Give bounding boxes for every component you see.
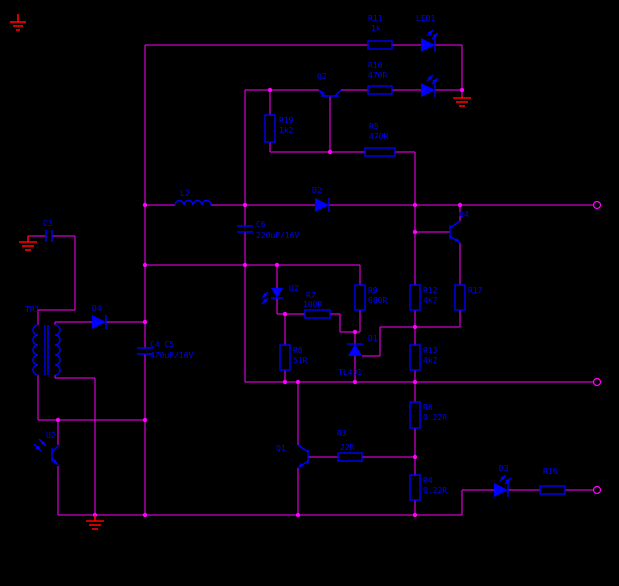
optocoupler-led-U2A <box>261 288 283 305</box>
label-R11-ref: R11 <box>368 14 383 23</box>
shunt-regulator-D1-TL431 <box>347 343 363 356</box>
label-Q2-ref: Q2 <box>317 72 327 81</box>
label-R9-ref: R9 <box>368 286 378 295</box>
label-LED1-ref: LED1 <box>416 14 435 23</box>
inductor-L2 <box>174 199 212 206</box>
transistor-Q2 <box>318 89 342 97</box>
transistor-Q1 <box>297 444 309 469</box>
label-R5-ref: R5 <box>369 122 379 131</box>
label-R8-val: 51R <box>293 356 308 365</box>
resistor-R13 <box>409 344 421 371</box>
label-Q1-ref: Q1 <box>276 444 286 453</box>
label-R5-val: 470R <box>369 132 388 141</box>
resistor-R19 <box>264 114 276 143</box>
transformer-TR1 <box>32 324 61 376</box>
label-L2-ref: L2 <box>180 189 190 198</box>
capacitor-C6 <box>237 225 253 233</box>
ground-symbol-bottom <box>86 515 104 530</box>
capacitor-C3 <box>45 230 53 242</box>
led-LED1 <box>421 29 439 52</box>
resistor-R9 <box>354 284 366 311</box>
label-R10-ref: R10 <box>368 61 383 70</box>
label-C6-val: 220uF/16V <box>256 231 300 240</box>
label-R4-val: 0.22R <box>423 486 447 495</box>
label-R6-ref: R6 <box>423 403 433 412</box>
optocoupler-transistor-U2B <box>33 438 59 466</box>
ground-symbol-input <box>19 236 37 251</box>
label-R4-ref: R4 <box>423 476 433 485</box>
label-R17-ref: R17 <box>468 286 483 295</box>
resistor-R5 <box>364 147 396 157</box>
label-R9-val: 680R <box>368 296 387 305</box>
label-R12-val: 4k7 <box>423 296 438 305</box>
label-R11-val: 1k <box>371 24 381 33</box>
resistor-R10 <box>367 85 393 95</box>
resistor-R8 <box>279 344 291 371</box>
diode-D2 <box>315 198 330 212</box>
label-C3-ref: C3 <box>43 219 53 228</box>
transistor-Q4 <box>449 220 461 244</box>
ground-symbol-top-left <box>10 14 26 31</box>
resistor-R4 <box>409 474 421 501</box>
resistor-R6 <box>409 401 421 429</box>
label-R19-val: 1k2 <box>279 126 294 135</box>
labels: R11 1k LED1 R10 470R Q2 R19 1k2 R5 470R … <box>25 14 558 495</box>
label-R8-ref: R8 <box>293 346 303 355</box>
label-TR1-ref: TR1 <box>25 305 40 314</box>
label-R3-ref: R3 <box>337 429 347 438</box>
label-D1-ref: D1 <box>368 334 378 343</box>
label-U2B-ref: U2 <box>46 431 56 440</box>
label-R7-ref: R7 <box>306 291 316 300</box>
label-R19-ref: R19 <box>279 116 294 125</box>
wire-segments <box>28 44 593 516</box>
resistor-R16 <box>539 485 566 495</box>
label-C4C5-val: 470uF/16V <box>150 351 194 360</box>
label-D1-val: TL431 <box>338 368 362 377</box>
resistor-R3 <box>337 452 363 462</box>
label-R13-ref: R13 <box>423 346 438 355</box>
diode-D4 <box>92 315 107 329</box>
label-R12-ref: R12 <box>423 286 438 295</box>
resistor-R7 <box>304 309 331 319</box>
led-D3 <box>494 474 512 497</box>
output-terminal-2 <box>592 377 602 387</box>
label-R13-val: 4k7 <box>423 356 438 365</box>
label-U2A-ref: U2 <box>289 284 299 293</box>
label-R6-val: 0.22R <box>423 413 447 422</box>
label-R16-ref: R16 <box>543 467 558 476</box>
label-D4-ref: D4 <box>92 304 102 313</box>
label-Q4-ref: Q4 <box>459 210 469 219</box>
label-D3-ref: D3 <box>499 464 509 473</box>
resistor-R12 <box>409 284 421 311</box>
label-R7-val: 100R <box>303 300 322 309</box>
resistor-R11 <box>367 40 393 50</box>
label-D2-ref: D2 <box>312 186 322 195</box>
label-R3-val: 22R <box>340 443 355 452</box>
junction-dots <box>55 87 465 518</box>
capacitor-C4C5 <box>137 347 153 355</box>
output-terminal-3 <box>592 485 602 495</box>
led-LED2 <box>421 74 439 97</box>
label-C6-ref: C6 <box>256 220 266 229</box>
resistor-R17 <box>454 284 466 311</box>
label-C4C5-ref: C4 C5 <box>150 340 174 349</box>
label-R10-val: 470R <box>368 71 387 80</box>
ground-symbol-led <box>453 96 471 107</box>
output-terminal-1 <box>592 200 602 210</box>
